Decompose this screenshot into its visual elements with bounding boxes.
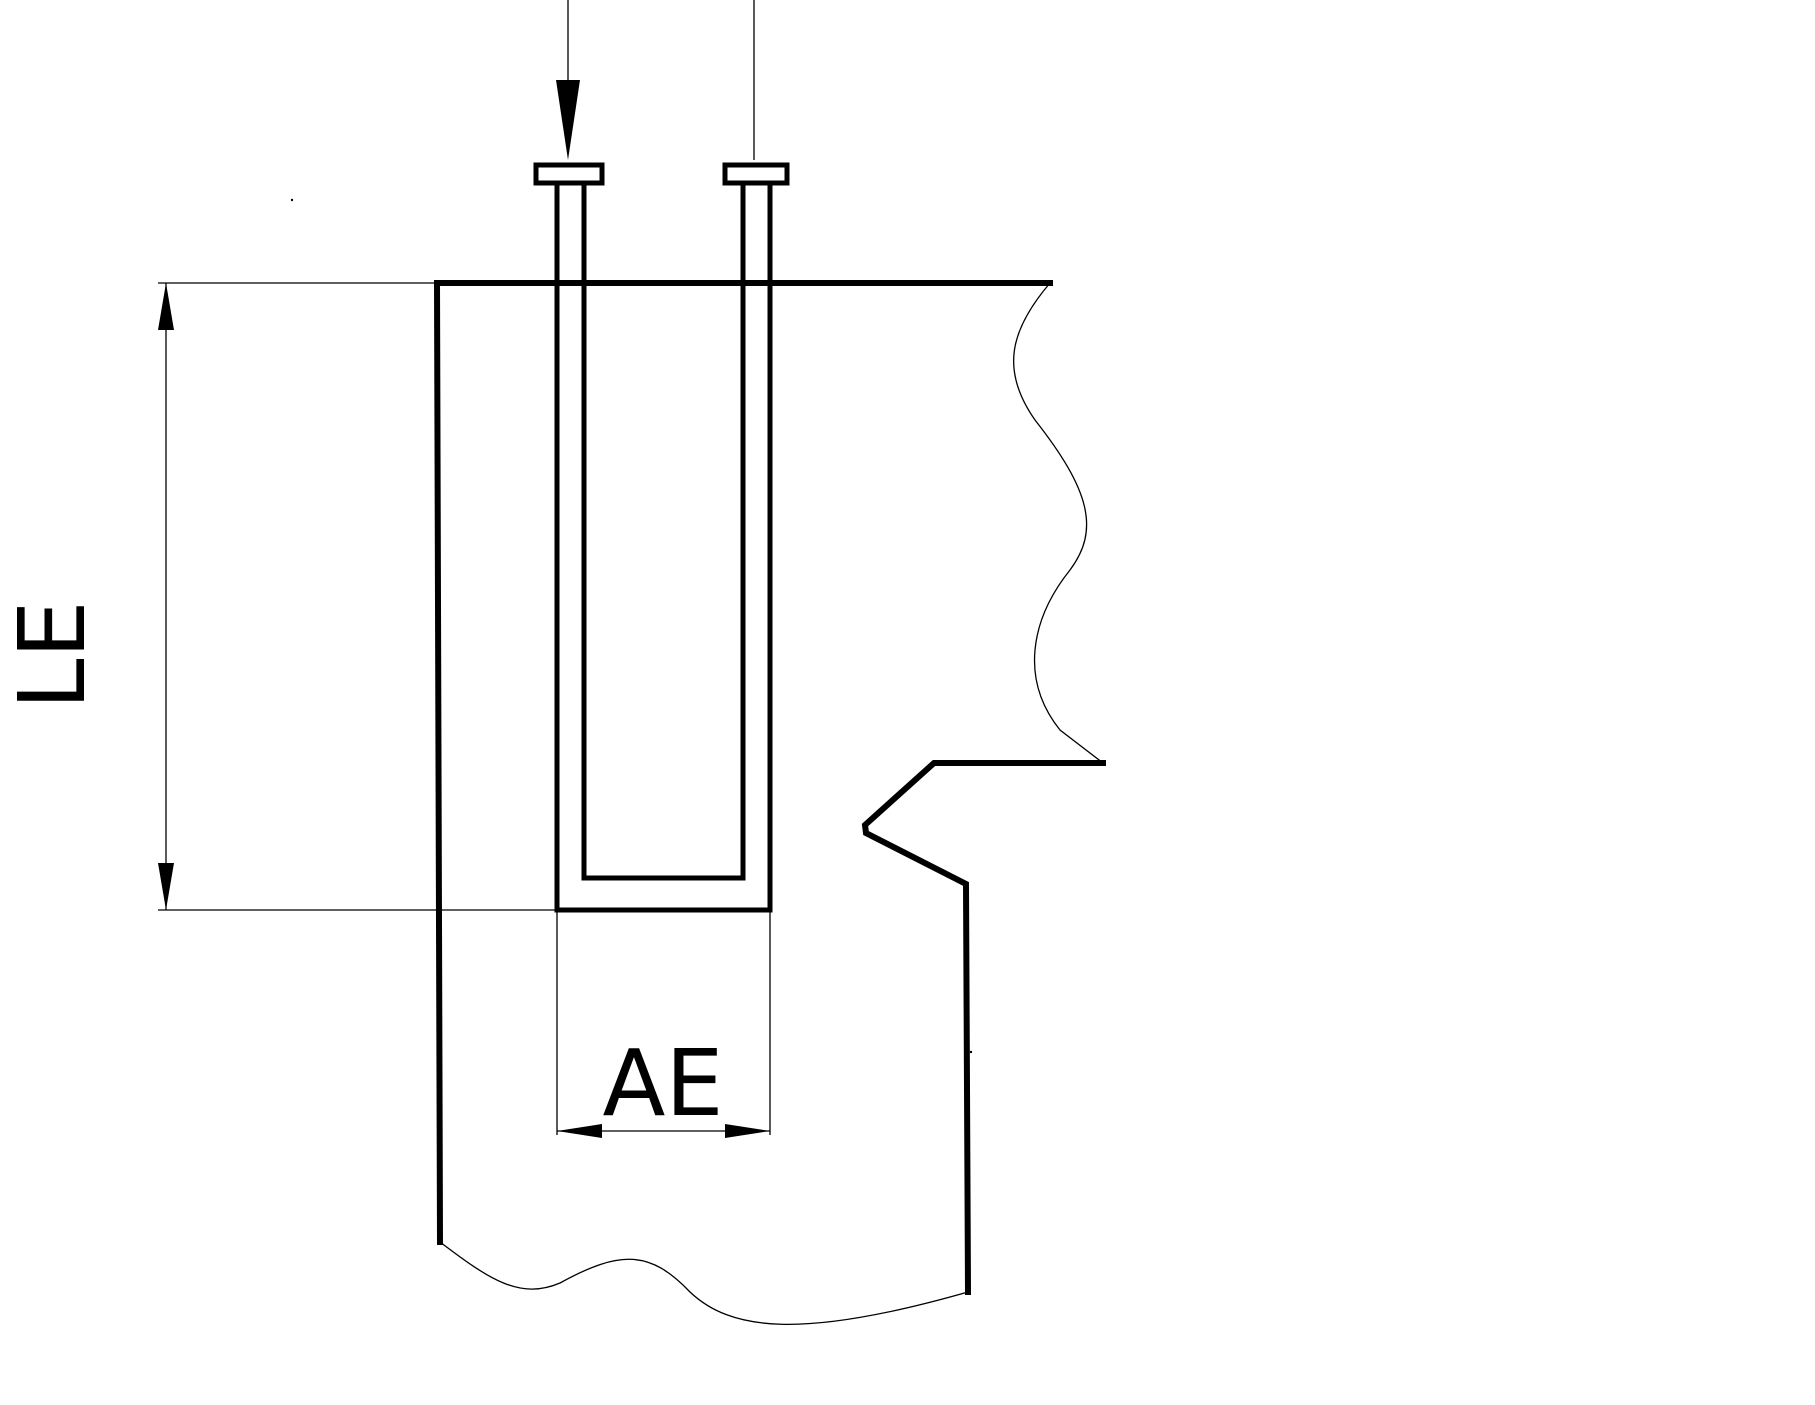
electrode-cap-left (533, 162, 605, 186)
label-ae: AE (602, 1030, 723, 1137)
force-arrowhead (556, 80, 580, 160)
probe-inner-outline (581, 183, 746, 881)
scan-speck (290, 198, 294, 202)
dimension-arrow-up (158, 283, 174, 330)
break-line-right (1013, 282, 1104, 764)
dimension-arrow-left (557, 1124, 602, 1138)
dimension-arrow-right (725, 1124, 770, 1138)
dimension-arrow-down (158, 863, 174, 910)
probe-outer-outline (554, 183, 773, 913)
break-line-bottom (439, 1241, 969, 1325)
label-le: LE (0, 600, 106, 709)
workpiece-notch (861, 760, 1106, 1296)
scan-speck (969, 1050, 973, 1054)
electrode-cap-right (722, 162, 790, 186)
